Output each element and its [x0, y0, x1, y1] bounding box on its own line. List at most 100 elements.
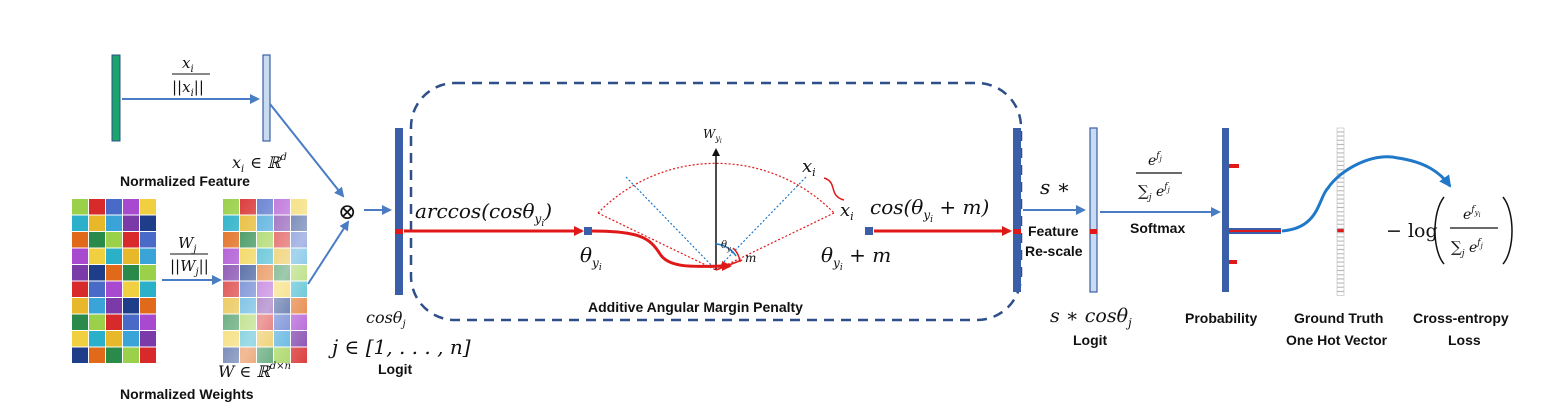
weight-cell [140, 265, 156, 281]
one-hot-cell [1336, 194, 1345, 200]
one-hot-cell [1336, 127, 1345, 132]
one-hot-vector [1336, 127, 1345, 296]
theta-yi: θyi [580, 243, 602, 273]
one-hot-cell [1336, 136, 1345, 141]
feature-norm-fraction: xi ||xi|| [172, 54, 210, 99]
one-hot-cell [1336, 253, 1345, 258]
softmax-label: Softmax [1130, 220, 1185, 236]
normalized-feature-bar [262, 54, 271, 142]
weight-cell [106, 281, 122, 297]
weight-cell [123, 314, 139, 330]
s-star: s ∗ [1040, 175, 1070, 199]
weight-cell [89, 232, 105, 248]
one-hot-cell [1336, 291, 1345, 296]
small-theta-label: θyi [721, 240, 733, 255]
weight-cell [72, 215, 88, 231]
rescale-label: Re-scale [1025, 243, 1083, 259]
xi-in-rd: xi∈ ℝd [232, 152, 287, 175]
weight-cell [89, 265, 105, 281]
xi-arc-label-2: xi [840, 200, 854, 223]
one-hot-cell [1336, 257, 1345, 263]
one-hot-cell [1336, 140, 1345, 145]
weight-cell [123, 215, 139, 231]
rescaled-logit-bar [1089, 127, 1098, 293]
weight-cell [72, 314, 88, 330]
weight-matrix-raw [72, 199, 156, 363]
rescaled-target-cell [1090, 229, 1097, 234]
weight-cell [140, 314, 156, 330]
svg-text:∑j efj: ∑j efj [1138, 182, 1171, 203]
weight-cell [72, 248, 88, 264]
one-hot-cell [1336, 236, 1345, 242]
probability-label: Probability [1185, 310, 1258, 326]
loss-label: Loss [1448, 332, 1481, 348]
weight-cell [89, 199, 105, 215]
logit-left-label: Logit [378, 361, 413, 377]
margin-node [865, 227, 873, 235]
one-hot-cell [1336, 182, 1345, 187]
weights-norm-fraction: Wj ||Wj|| [170, 234, 209, 278]
weight-cell [106, 232, 122, 248]
one-hot-cell [1336, 278, 1345, 284]
weight-cell [106, 215, 122, 231]
cos-theta-j: cosθj [366, 308, 406, 330]
weight-cell [106, 331, 122, 347]
weight-cell [72, 331, 88, 347]
weight-cell [106, 248, 122, 264]
weight-cell [72, 281, 88, 297]
svg-text:efj: efj [1148, 151, 1163, 169]
svg-text:Wj: Wj [178, 234, 197, 255]
weight-cell [123, 248, 139, 264]
loss-right-paren [1502, 196, 1513, 265]
one-hot-cell [1336, 215, 1345, 221]
weight-cell [123, 281, 139, 297]
weight-cell [140, 232, 156, 248]
weight-cell [72, 265, 88, 281]
feature-label: Feature [1028, 223, 1079, 239]
m-label: m [745, 251, 756, 265]
one-hot-cell [1336, 178, 1345, 183]
one-hot-cell [1336, 152, 1345, 158]
xi-link-curve [823, 177, 845, 201]
w-in-rdn: W ∈ ℝd×n [218, 361, 291, 381]
prob-spike-1 [1229, 164, 1239, 168]
one-hot-cell [1336, 207, 1345, 212]
feature-to-product-arrow [269, 103, 345, 198]
one-hot-cell [1336, 262, 1345, 267]
weight-cell [123, 347, 139, 363]
one-hot-cell [1336, 186, 1345, 191]
normalized-weights-label: Normalized Weights [120, 386, 254, 402]
theta-plus-m: θyi + m [821, 243, 891, 273]
cos-margin-expression: cos(θyi + m) [870, 195, 989, 225]
feature-vector-bar [111, 54, 121, 142]
weight-cell [123, 199, 139, 215]
one-hot-cell [1336, 241, 1345, 246]
theta-node [584, 227, 592, 235]
weight-cell [140, 347, 156, 363]
weight-cell [72, 232, 88, 248]
weight-cell [106, 347, 122, 363]
one-hot-cell [1336, 165, 1345, 170]
one-hot-cell [1336, 283, 1345, 288]
weight-cell [140, 215, 156, 231]
weight-cell [106, 314, 122, 330]
margin-logit-target-cell [1013, 229, 1021, 234]
svg-text:||xi||: ||xi|| [172, 78, 204, 99]
weight-cell [140, 199, 156, 215]
logit-right-label: Logit [1073, 332, 1108, 348]
weight-cell [72, 199, 88, 215]
svg-text:xi: xi [182, 54, 194, 75]
weight-fade-overlay [222, 198, 307, 364]
weight-cell [106, 265, 122, 281]
one-hot-cell [1336, 131, 1345, 137]
one-hot-cell [1336, 224, 1345, 229]
theta-to-fan-curve [591, 229, 732, 272]
prob-spike-target-core [1229, 230, 1281, 232]
weight-cell [106, 199, 122, 215]
one-hot-cell [1336, 148, 1345, 153]
one-hot-target-cell [1336, 228, 1345, 233]
one-hot-cell [1336, 190, 1345, 195]
weight-cell [140, 248, 156, 264]
weights-to-product-arrow [307, 220, 350, 285]
